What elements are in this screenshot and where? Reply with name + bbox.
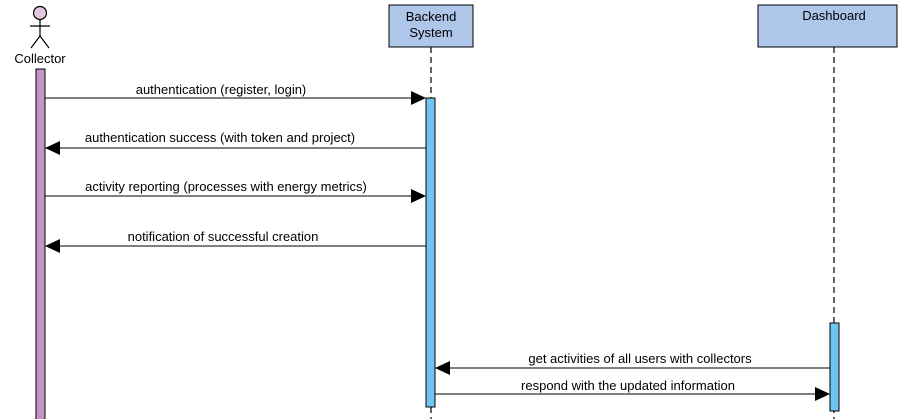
message-get-activities: get activities of all users with collect… <box>435 351 830 375</box>
collector-label: Collector <box>14 51 66 66</box>
collector-actor: Collector <box>14 5 66 66</box>
backend-participant: Backend System <box>388 4 474 48</box>
message-label: authentication success (with token and p… <box>85 130 355 145</box>
message-label: get activities of all users with collect… <box>528 351 752 366</box>
backend-activation-bar <box>425 97 436 408</box>
actor-head <box>32 5 48 21</box>
backend-label-line1: Backend <box>406 9 457 24</box>
message-label: authentication (register, login) <box>136 82 307 97</box>
arrowhead-icon <box>45 239 60 253</box>
collector-activation-bar <box>35 68 46 419</box>
message-authentication-success: authentication success (with token and p… <box>45 130 426 155</box>
message-label: activity reporting (processes with energ… <box>85 179 367 194</box>
dashboard-label: Dashboard <box>802 8 866 23</box>
backend-box <box>388 4 474 48</box>
dashboard-box <box>757 4 898 48</box>
actor-left-leg <box>30 35 41 49</box>
message-notification: notification of successful creation <box>45 229 426 253</box>
arrowhead-icon <box>411 189 426 203</box>
message-activity-reporting: activity reporting (processes with energ… <box>45 179 426 203</box>
actor-right-leg <box>39 35 50 49</box>
arrowhead-icon <box>45 141 60 155</box>
arrowhead-icon <box>815 387 830 401</box>
dashboard-participant: Dashboard <box>757 4 898 48</box>
arrowhead-icon <box>411 91 426 105</box>
backend-label-line2: System <box>409 25 452 40</box>
dashboard-activation-bar <box>829 322 840 412</box>
message-label: notification of successful creation <box>128 229 319 244</box>
message-authentication: authentication (register, login) <box>45 82 426 105</box>
message-respond: respond with the updated information <box>435 378 830 401</box>
message-label: respond with the updated information <box>521 378 735 393</box>
arrowhead-icon <box>435 361 450 375</box>
